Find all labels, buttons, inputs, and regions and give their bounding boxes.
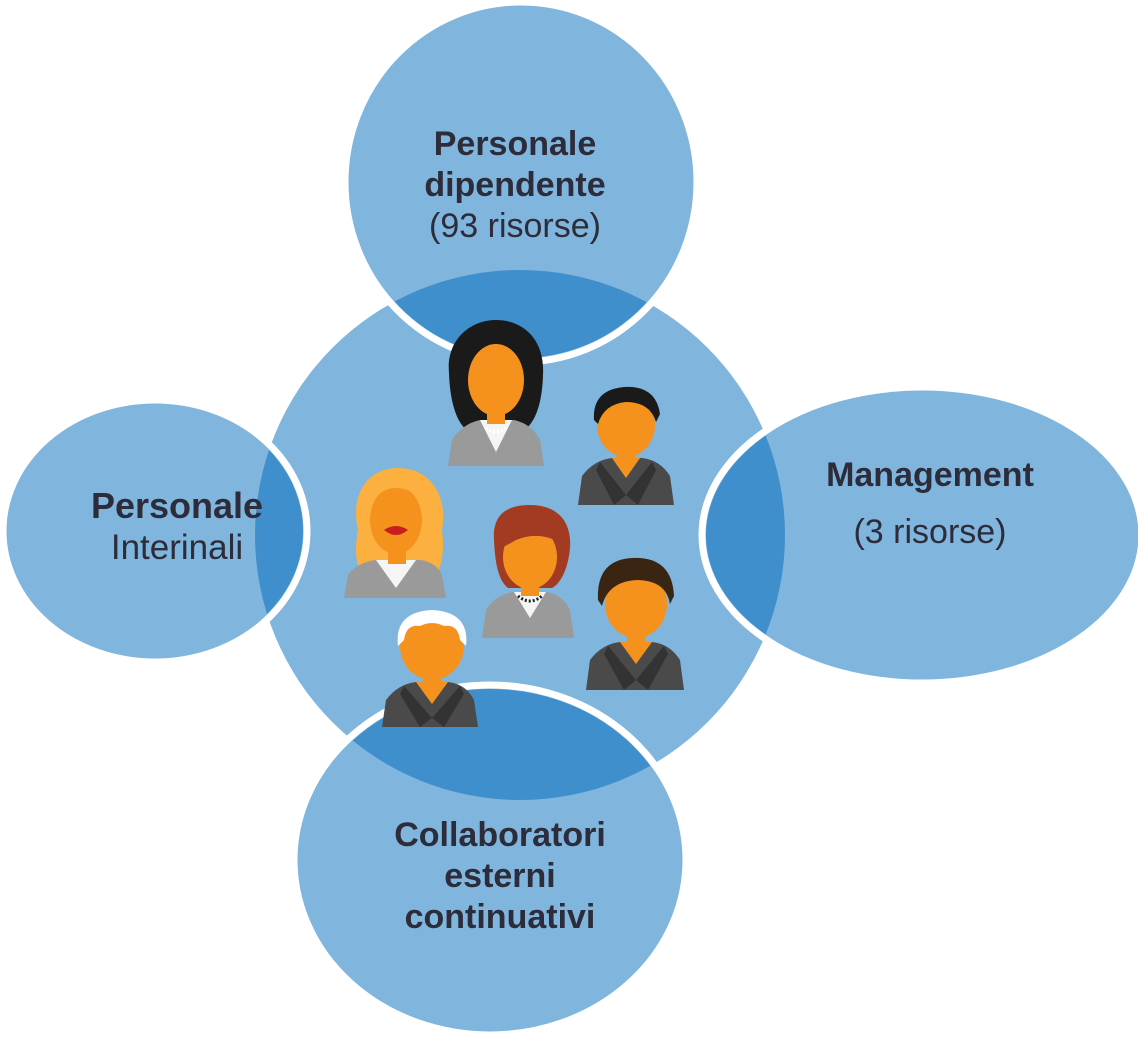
personale-dipendente-label: Personale dipendente (93 risorse) bbox=[380, 124, 650, 246]
management-label: Management (3 risorse) bbox=[770, 455, 1090, 553]
man-brown-hair-icon bbox=[586, 557, 684, 690]
top-title-line1: Personale bbox=[433, 125, 597, 163]
woman-black-hair-icon bbox=[448, 320, 544, 466]
top-title-line2: dipendente bbox=[424, 165, 606, 204]
bottom-title-line1: Collaboratori bbox=[394, 816, 606, 854]
left-circle bbox=[0, 396, 311, 666]
top-detail: (93 risorse) bbox=[429, 206, 601, 245]
woman-red-hair-icon bbox=[482, 505, 574, 638]
left-title: Personale bbox=[90, 485, 264, 526]
right-circle bbox=[698, 383, 1138, 687]
woman-blonde-hair-icon bbox=[344, 468, 446, 598]
bottom-title-line3: continuativi bbox=[404, 897, 596, 936]
bottom-title-line2: esterni bbox=[444, 856, 556, 895]
right-detail: (3 risorse) bbox=[853, 512, 1007, 551]
man-white-hair-icon bbox=[382, 610, 478, 727]
personale-interinali-label: Personale Interinali bbox=[42, 484, 312, 569]
people-group-icon bbox=[344, 320, 684, 727]
collaboratori-label: Collaboratori esterni continuativi bbox=[335, 815, 665, 937]
left-detail: Interinali bbox=[110, 528, 244, 568]
right-title: Management bbox=[826, 456, 1034, 494]
man-black-hair-icon bbox=[578, 386, 674, 505]
